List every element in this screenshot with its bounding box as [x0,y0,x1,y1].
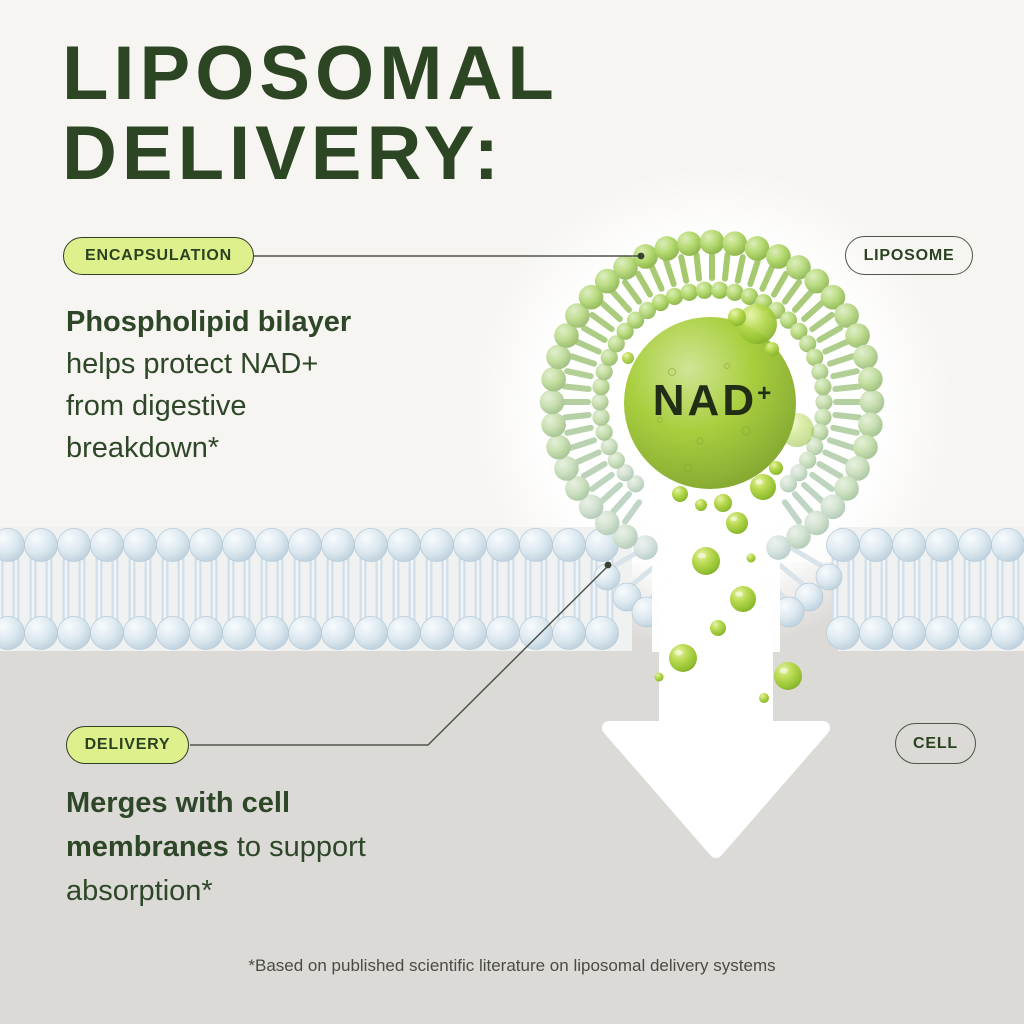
liposome-badge-label: LIPOSOME [863,246,955,264]
nad-droplets-icon [654,461,802,703]
phospholipid-bilayer-icon [0,528,1024,650]
page-title: LIPOSOMAL DELIVERY: [62,34,559,194]
cell-badge-label: CELL [913,734,958,752]
encapsulation-description-line: Phospholipid bilayer [66,306,352,338]
nad-text: NAD [652,376,758,425]
membrane-funnel [593,543,843,628]
nad-sphere-label: NAD+ [634,376,790,426]
delivery-description-line: membranes to support [66,825,366,869]
encapsulation-description: Phospholipid bilayer helps protect NAD+ … [66,301,351,469]
delivery-badge: DELIVERY [66,726,189,764]
connector-lines [190,252,645,746]
encapsulation-description-line: helps protect NAD+ [66,348,319,380]
footnote: *Based on published scientific literatur… [248,956,776,975]
encapsulation-badge: ENCAPSULATION [63,237,254,275]
nad-sphere [622,304,814,489]
cell-badge: CELL [895,723,976,764]
delivery-description-line: absorption* [66,875,213,907]
delivery-description-rest: to support [228,831,366,863]
title-line-2: DELIVERY: [62,111,504,196]
delivery-description-line: Merges with cell [66,787,291,819]
liposome-badge: LIPOSOME [845,236,973,275]
title-line-1: LIPOSOMAL [62,31,559,116]
down-arrow-icon [602,593,830,858]
encapsulation-description-line: breakdown* [66,432,220,464]
delivery-description-bold: membranes [66,831,229,863]
liposome-vesicle-icon [539,229,885,560]
encapsulation-description-line: from digestive [66,390,247,422]
delivery-badge-label: DELIVERY [84,736,171,753]
nad-plus-superscript: + [757,380,772,407]
encapsulation-badge-label: ENCAPSULATION [85,247,232,264]
delivery-description: Merges with cell membranes to support ab… [66,781,366,913]
